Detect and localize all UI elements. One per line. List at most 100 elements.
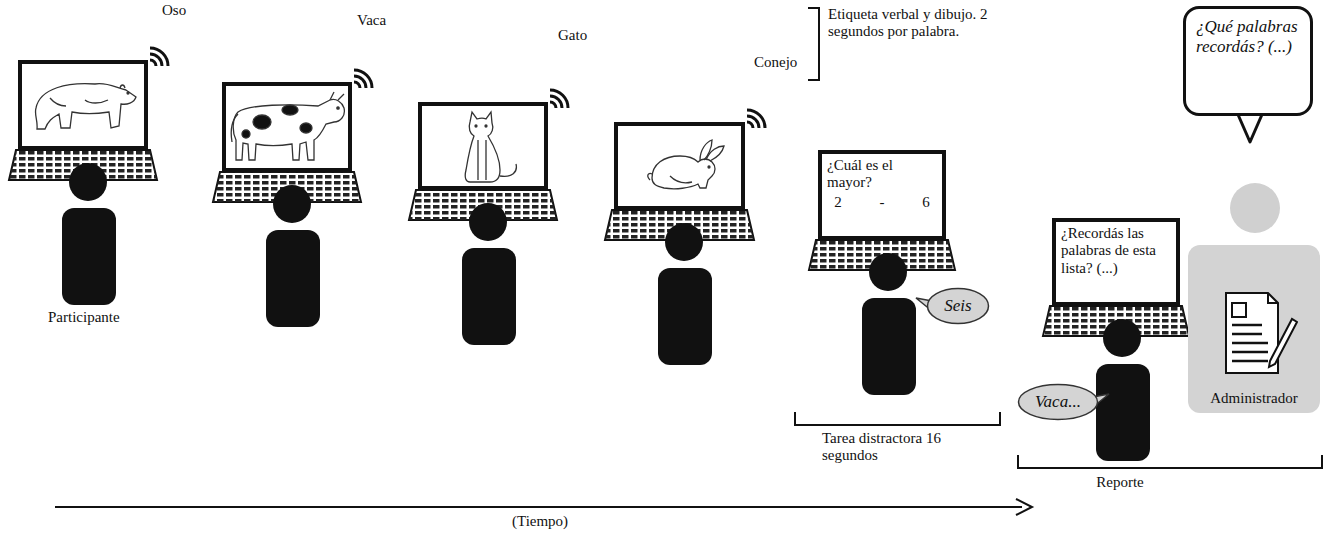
participant-body [62, 208, 116, 305]
bear-drawing [127, 92, 129, 94]
bracket [795, 412, 1000, 425]
cat-drawing [465, 112, 516, 182]
cow-drawing [330, 92, 344, 100]
clipboard-icon [1232, 342, 1268, 345]
bubble-outline [1019, 385, 1098, 420]
participant-body [462, 248, 516, 345]
speech-bubble: Vaca... [1017, 383, 1099, 421]
cat-drawing [465, 112, 500, 182]
participant-body [1096, 364, 1150, 461]
axis-label: (Tiempo) [512, 513, 568, 530]
laptop-screen: ¿Recordás las palabras de esta lista? (.… [1052, 218, 1180, 306]
sound-wave [550, 90, 568, 108]
administrator-figure [1230, 183, 1280, 233]
bear-drawing [50, 98, 108, 106]
time-arrow [1016, 499, 1032, 515]
sound-wave [150, 48, 168, 66]
rabbit-drawing [648, 173, 652, 180]
participant-body [862, 298, 916, 395]
bracket-note: Reporte [1096, 474, 1143, 491]
node-text: Vaca... [1035, 392, 1081, 412]
speech-callout: ¿Qué palabras recordás? (...) [1183, 6, 1313, 116]
laptop-screen [616, 124, 743, 208]
administrator-figure [1230, 183, 1280, 233]
node-text: ¿Qué palabras recordás? (...) [1196, 17, 1300, 58]
node-text: ¿Recordás las palabras de esta lista? (.… [1061, 225, 1171, 277]
participant-head [665, 223, 703, 261]
laptop [9, 62, 1189, 336]
administrator-panel: Administrador [1188, 245, 1320, 413]
cat-drawing [500, 164, 516, 176]
sound-wave [354, 82, 360, 88]
bubble-outline [928, 289, 989, 324]
bear-drawing [35, 84, 136, 129]
sound-waves [150, 48, 765, 128]
rabbit-drawing [706, 146, 724, 161]
laptop-screen: ¿Cuál es el mayor? 2 - 6 [818, 150, 946, 240]
time-arrow [55, 499, 1032, 515]
sound-wave [550, 96, 562, 108]
bracket [808, 8, 819, 80]
participant-head [273, 185, 311, 223]
cow-drawing [337, 107, 339, 109]
participant-head [469, 203, 507, 241]
rabbit-drawing [670, 176, 692, 183]
cow-drawing [231, 92, 344, 160]
cow-drawing [231, 114, 238, 142]
spoken-word: Oso [162, 2, 186, 19]
clipboard-icon [1232, 333, 1262, 336]
cat-drawing [478, 140, 486, 180]
clipboard-icon [1218, 289, 1298, 379]
clipboard-icon [1232, 360, 1268, 363]
participant-body [266, 230, 320, 327]
sound-wave [150, 54, 162, 66]
cow-drawing [282, 105, 298, 115]
sound-wave [747, 122, 753, 128]
rabbit-drawing [708, 166, 710, 168]
laptop-screen [20, 62, 146, 148]
rabbit-drawing [652, 156, 715, 189]
sound-wave [747, 110, 765, 128]
spoken-word: Gato [558, 27, 587, 44]
sound-wave [550, 102, 556, 108]
sound-wave [354, 76, 366, 88]
clipboard-icon [1232, 303, 1246, 317]
time-arrow [55, 506, 1022, 508]
participant-figure [62, 163, 1150, 461]
node-text: Seis [944, 296, 971, 316]
sound-wave [150, 60, 156, 66]
bracket [1018, 455, 1322, 468]
cat-drawing [475, 125, 477, 127]
cat-drawing [485, 125, 487, 127]
participant-head [869, 253, 907, 291]
laptop-screen [420, 104, 546, 188]
cow-drawing [300, 123, 312, 133]
cow-drawing [233, 99, 344, 160]
rabbit-drawing [700, 140, 712, 160]
node-text: Administrador [1210, 390, 1298, 407]
clipboard-icon [1269, 319, 1297, 367]
rabbit-drawing [648, 140, 724, 189]
participant-head [1103, 319, 1141, 357]
spoken-word: Vaca [357, 12, 386, 29]
laptop-screen [224, 84, 350, 170]
clipboard-icon [1232, 351, 1268, 354]
participant-label: Participante [48, 309, 120, 326]
bear-drawing [35, 84, 136, 129]
sound-wave [747, 116, 759, 128]
cow-drawing [253, 115, 271, 129]
sound-wave [354, 70, 372, 88]
cow-drawing [242, 130, 250, 138]
speech-bubble: Seis [926, 287, 990, 325]
spoken-word: Conejo [754, 54, 797, 71]
node-text: ¿Cuál es el mayor? [827, 157, 937, 192]
bear-drawing [120, 85, 125, 88]
clipboard-icon [1268, 293, 1278, 303]
participant-head [69, 163, 107, 201]
bracket-note: Tarea distractora 16 segundos [822, 430, 948, 465]
clipboard-icon [1232, 324, 1262, 327]
bracket-note: Etiqueta verbal y dibujo. 2 segundos por… [828, 6, 1000, 41]
node-text: 2 - 6 [827, 194, 937, 211]
participant-body [658, 268, 712, 365]
